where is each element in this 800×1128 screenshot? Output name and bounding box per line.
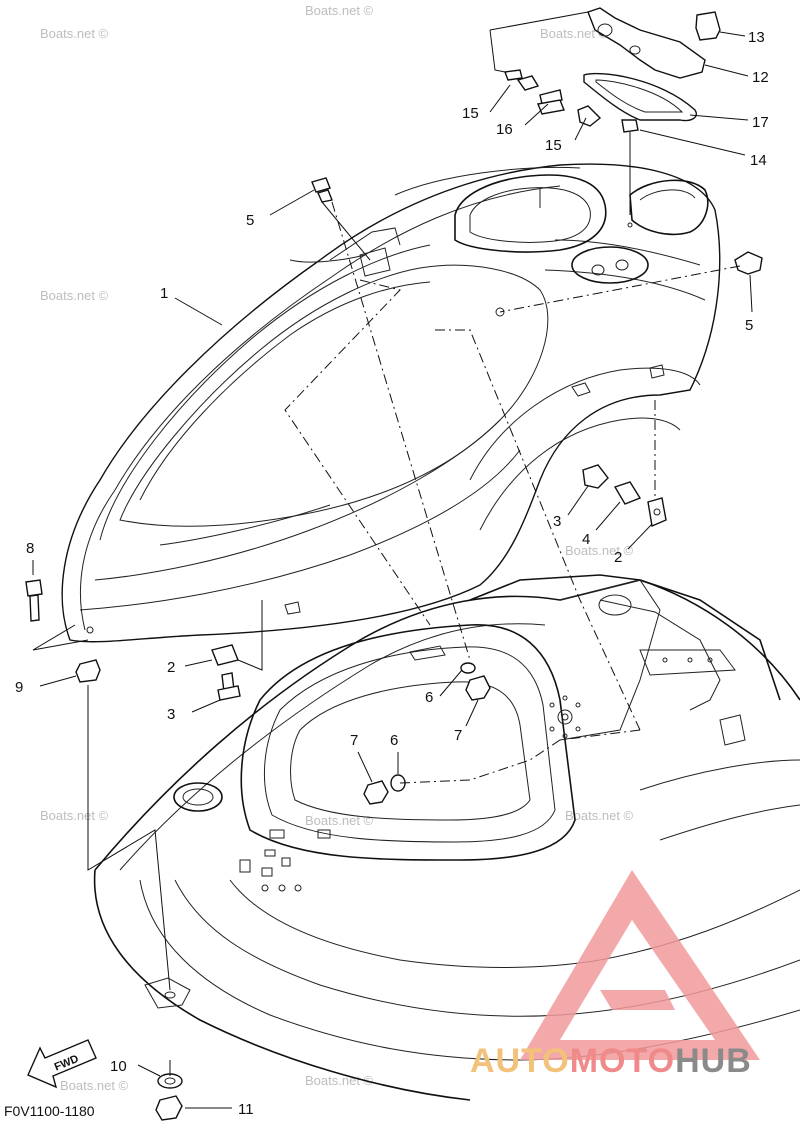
callout-17: 17 — [752, 114, 769, 131]
part-5-bolt — [734, 251, 763, 275]
watermark-text: Boats.net © — [540, 26, 609, 41]
logo-part-hub: HUB — [675, 1042, 752, 1080]
diagram-code: F0V1100-1180 — [4, 1103, 95, 1119]
callout-15: 15 — [545, 137, 562, 154]
top-cover-part-1 — [61, 163, 721, 643]
callout-4: 4 — [582, 531, 590, 548]
callout-10: 10 — [110, 1058, 127, 1075]
part-13-cap — [695, 11, 721, 41]
logo-part-auto: AUTO — [470, 1042, 570, 1080]
watermark-text: Boats.net © — [565, 543, 634, 558]
part-2-clip-nut — [647, 497, 667, 527]
watermark-text: Boats.net © — [40, 288, 109, 303]
callout-labels: 13 12 17 15 16 15 14 5 5 1 3 4 2 8 2 3 9… — [15, 29, 769, 1118]
part-8-bolt — [25, 579, 43, 597]
callout-14: 14 — [750, 152, 767, 169]
part-3-bolt — [582, 464, 609, 489]
callout-5: 5 — [745, 317, 753, 334]
watermark-text: Boats.net © — [60, 1078, 129, 1093]
callout-13: 13 — [748, 29, 765, 46]
part-14-rivet — [621, 119, 639, 133]
callout-1: 1 — [160, 285, 168, 302]
callout-15: 15 — [462, 105, 479, 122]
callout-3: 3 — [553, 513, 561, 530]
watermark-text: Boats.net © — [40, 26, 109, 41]
part-6-washer — [460, 662, 476, 674]
callout-2: 2 — [167, 659, 175, 676]
watermark-text: Boats.net © — [40, 808, 109, 823]
part-15-screw — [577, 105, 602, 127]
logo-triangle-icon — [520, 870, 760, 1060]
logo-wordmark: AUTOMOTOHUB — [470, 1042, 752, 1080]
callout-2: 2 — [614, 549, 622, 566]
watermark-text: Boats.net © — [305, 3, 374, 18]
part-7-nut — [363, 780, 389, 805]
callout-8: 8 — [26, 540, 34, 557]
watermark-text: Boats.net © — [305, 1073, 374, 1088]
callout-6: 6 — [425, 689, 433, 706]
automotohub-logo: AUTOMOTOHUB — [470, 870, 760, 1080]
watermark-text: Boats.net © — [305, 813, 374, 828]
deck-hole-pattern — [549, 695, 581, 739]
callout-7: 7 — [454, 727, 462, 744]
small-parts — [25, 7, 763, 1121]
part-11-nut — [155, 1095, 183, 1121]
part-9-nut — [75, 659, 101, 683]
callout-12: 12 — [752, 69, 769, 86]
part-5-clip — [311, 177, 331, 193]
callout-3: 3 — [167, 706, 175, 723]
part-17-gasket — [583, 72, 697, 122]
part-12-handle-cover — [587, 7, 706, 79]
forward-arrow-icon — [27, 1039, 97, 1089]
callout-5: 5 — [246, 212, 254, 229]
callout-6: 6 — [390, 732, 398, 749]
watermark-text: Boats.net © — [565, 808, 634, 823]
part-4-collar — [613, 481, 642, 505]
part-15-screw — [504, 69, 523, 81]
logo-part-moto: MOTO — [570, 1042, 675, 1080]
part-2-clip-nut — [211, 644, 239, 666]
hull-deck — [93, 574, 800, 1101]
callout-16: 16 — [496, 121, 513, 138]
leader-lines — [32, 11, 753, 1109]
callout-9: 9 — [15, 679, 23, 696]
callout-7: 7 — [350, 732, 358, 749]
part-7-nut — [465, 675, 491, 701]
callout-11: 11 — [238, 1101, 254, 1118]
part-10-washer — [157, 1073, 183, 1089]
